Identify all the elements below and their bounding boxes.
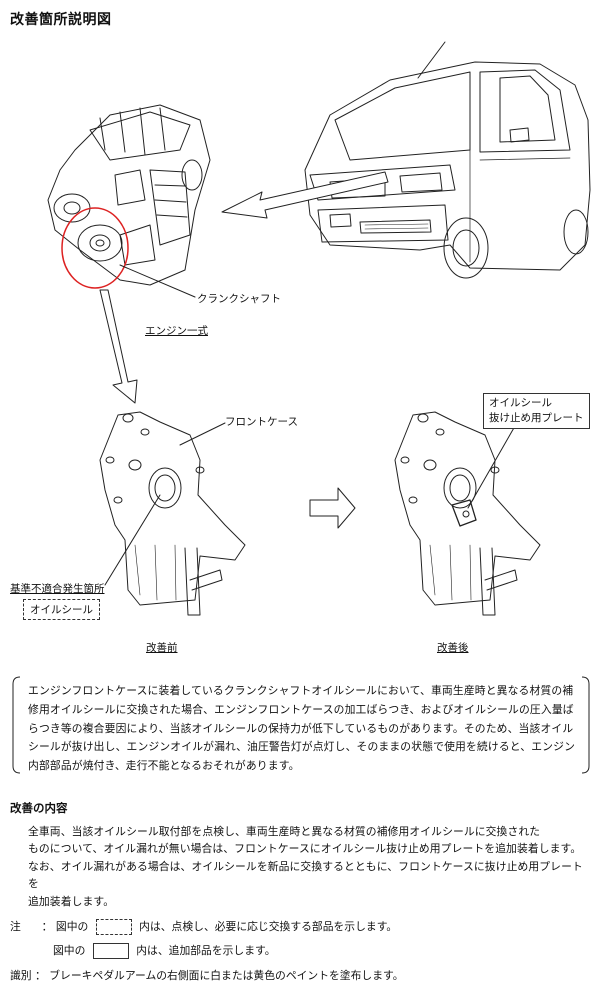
dashed-box-key xyxy=(95,919,132,935)
note-dashed-row: 注 ： 図中の 内は、点検し、必要に応じ交換する部品を示します。 xyxy=(10,918,397,935)
identification-row: 識別 ： ブレーキペダルアームの右側面に白または黄色のペイントを塗布します。 xyxy=(10,967,404,983)
improvement-title: 改善の内容 xyxy=(10,801,68,815)
improvement-line-2: ものについて、オイル漏れが無い場合は、フロントケースにオイルシール抜け止め用プレ… xyxy=(28,842,582,856)
defect-description: エンジンフロントケースに装着しているクランクシャフトオイルシールにおいて、車両生… xyxy=(28,684,576,773)
id-colon: ： xyxy=(35,969,46,982)
improvement-body: 全車両、当該オイルシール取付部を点検し、車両生産時と異なる材質の補修用オイルシー… xyxy=(28,823,593,910)
arrow-car-to-engine xyxy=(221,171,389,219)
page-title: 改善箇所説明図 xyxy=(10,12,112,28)
note-label: 注 xyxy=(10,920,21,933)
id-text: ブレーキペダルアームの右側面に白または黄色のペイントを塗布します。 xyxy=(49,969,404,982)
defect-location-label: 基準不適合発生箇所 xyxy=(10,583,105,595)
note-colon: ： xyxy=(41,920,53,933)
front-case-label: フロントケース xyxy=(225,416,298,428)
improvement-line-4: 追加装着します。 xyxy=(28,894,115,908)
solid-box-key xyxy=(92,943,129,959)
arrow-engine-to-case xyxy=(99,289,138,404)
improvement-line-1: 全車両、当該オイルシール取付部を点検し、車両生産時と異なる材質の補修用オイルシー… xyxy=(28,825,541,838)
engine-label: エンジン一式 xyxy=(145,325,208,337)
front-case-after xyxy=(394,411,541,616)
note-prefix-2: 図中の xyxy=(53,944,86,957)
crankshaft-highlight-circle xyxy=(61,207,129,289)
improvement-diagram xyxy=(47,41,591,616)
note-solid-row: 図中の 内は、追加部品を示します。 xyxy=(53,942,276,959)
plate-label-line2: 抜け止め用プレート xyxy=(489,412,584,424)
before-label: 改善前 xyxy=(146,642,178,654)
engine-illustration xyxy=(47,104,211,286)
crankshaft-label: クランクシャフト xyxy=(197,293,281,305)
description-bracket xyxy=(12,676,590,774)
id-label: 識別 xyxy=(10,969,32,982)
arrow-before-to-after xyxy=(309,487,356,529)
after-label: 改善後 xyxy=(437,642,469,654)
improvement-line-3: なお、オイル漏れがある場合は、オイルシールを新品に交換するとともに、フロントケー… xyxy=(28,859,583,891)
car-illustration xyxy=(304,41,591,279)
retaining-plate-label: オイルシール 抜け止め用プレート xyxy=(483,393,590,429)
plate-label-line1: オイルシール xyxy=(489,397,552,409)
note-dashed-text: 内は、点検し、必要に応じ交換する部品を示します。 xyxy=(139,920,398,933)
front-case-before xyxy=(99,411,246,616)
retaining-plate xyxy=(451,499,477,527)
note-solid-text: 内は、追加部品を示します。 xyxy=(136,944,276,957)
note-prefix: 図中の xyxy=(55,920,89,933)
oil-seal-label: オイルシール xyxy=(23,599,100,620)
